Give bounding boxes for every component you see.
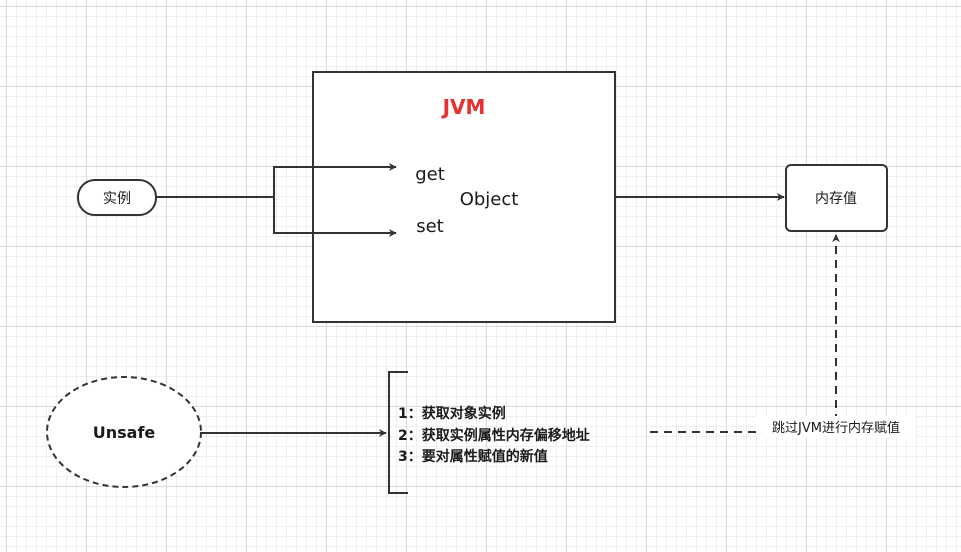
jvm-box[interactable] — [312, 71, 616, 323]
step-2: 2：获取实例属性内存偏移地址 — [398, 427, 590, 444]
step-3: 3：要对属性赋值的新值 — [398, 448, 548, 465]
steps-bracket — [388, 371, 408, 494]
memory-label: 内存值 — [815, 191, 857, 207]
step-1: 1：获取对象实例 — [398, 405, 506, 422]
set-arrow — [273, 197, 397, 237]
instance-label: 实例 — [103, 191, 131, 207]
unsafe-label: Unsafe — [93, 423, 156, 442]
bypass-dashed-arrow — [650, 234, 840, 433]
memory-node[interactable] — [785, 164, 888, 232]
get-label: get — [415, 164, 445, 185]
bypass-label: 跳过JVM进行内存赋值 — [772, 420, 900, 436]
get-arrow — [273, 163, 397, 197]
object-label: Object — [460, 189, 519, 210]
bypass-label-bg — [756, 416, 916, 438]
set-label: set — [416, 216, 444, 237]
jvm-title: JVM — [441, 95, 486, 119]
